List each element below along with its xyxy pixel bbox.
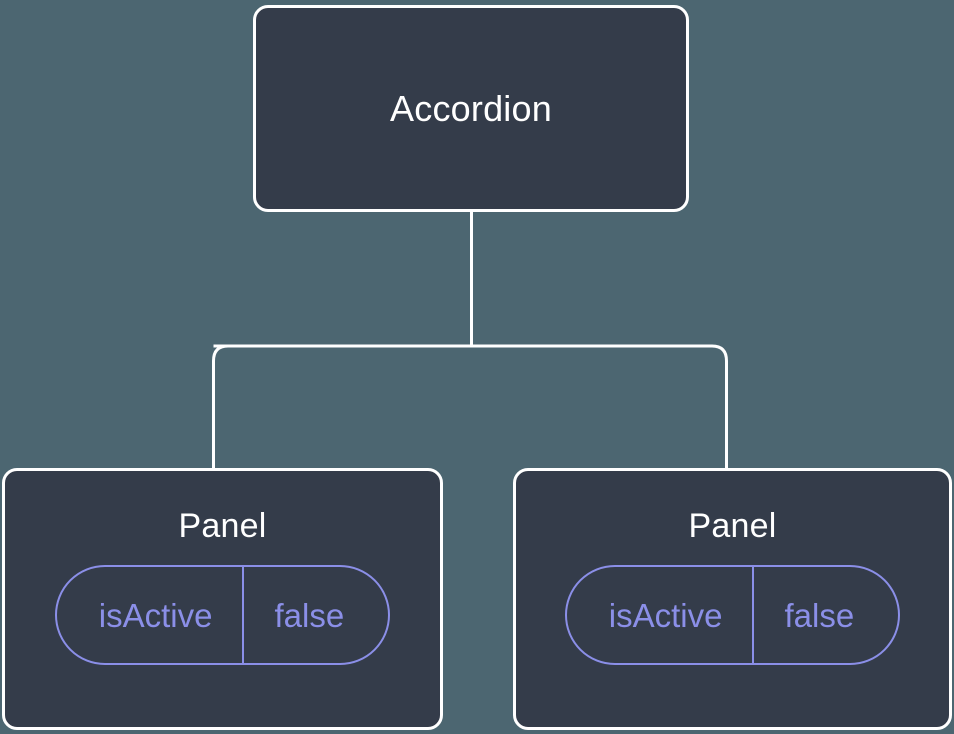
node-panel-left-title: Panel xyxy=(178,507,267,545)
connector-branch-right xyxy=(471,344,728,470)
prop-value-label: false xyxy=(752,567,898,663)
connector-branch-left xyxy=(212,344,472,470)
prop-value-label: false xyxy=(242,567,388,663)
node-accordion[interactable]: Accordion xyxy=(253,5,689,212)
node-panel-left[interactable]: Panel isActive false xyxy=(2,468,443,730)
prop-pill-isactive-left[interactable]: isActive false xyxy=(54,565,391,665)
node-accordion-title: Accordion xyxy=(390,87,552,129)
prop-key-label: isActive xyxy=(608,596,723,634)
prop-pill-isactive-right[interactable]: isActive false xyxy=(564,565,901,665)
node-panel-right-title: Panel xyxy=(688,507,777,545)
node-panel-right[interactable]: Panel isActive false xyxy=(513,468,952,730)
prop-key-label: isActive xyxy=(98,596,213,634)
